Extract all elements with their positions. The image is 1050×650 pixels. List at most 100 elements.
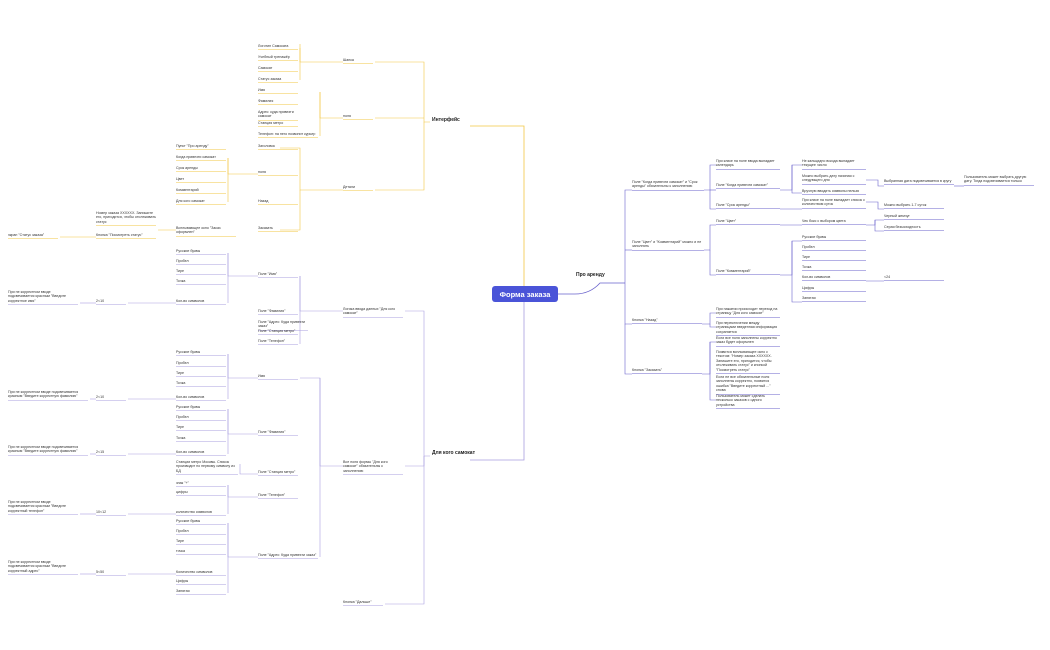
node-r15[interactable]: Чек бокс с выбором цвета [802, 219, 846, 223]
node-n64[interactable]: Русские буквы [176, 519, 201, 523]
node-n53[interactable]: 2<15 [96, 450, 105, 454]
node-r10[interactable]: Пользователь может выбрать другую дату. … [964, 175, 1028, 184]
node-n7[interactable]: Фамилия [258, 99, 274, 103]
node-n60[interactable]: Поле "Телефон" [258, 493, 286, 497]
node-n71[interactable]: Запятая [176, 589, 190, 593]
node-r20[interactable]: Тире [802, 255, 811, 259]
node-r22[interactable]: Кол-во символов [802, 275, 831, 279]
node-r26[interactable]: Кнопка "Назад" [632, 318, 658, 322]
node-r30[interactable]: Если все поля заполнены корректно заказ … [716, 336, 778, 345]
node-n27[interactable]: Русские буквы [176, 249, 201, 253]
node-n74[interactable]: Все поля формы "Для кого самокат" обязат… [343, 460, 389, 473]
node-n31[interactable]: 2<10 [96, 299, 105, 303]
node-n45[interactable]: 2<10 [96, 395, 105, 399]
node-n72[interactable]: При не корректном вводе подсвечивается к… [8, 560, 68, 573]
node-n62[interactable]: количество символов [176, 510, 212, 514]
node-n47[interactable]: При не корректном вводе подсвечивается к… [8, 390, 80, 399]
node-n19[interactable]: поля [258, 170, 266, 174]
node-r9[interactable]: Выбранная дата подсвечивается в кругу [884, 179, 952, 183]
node-n16[interactable]: Цвет [176, 177, 185, 181]
node-n36[interactable]: Поле "Адрес: Куда привезти заказ" [258, 320, 307, 329]
node-r3[interactable]: Поле "Когда привезти самокат" [716, 183, 769, 187]
hub-rent[interactable]: Про аренду [576, 272, 605, 278]
root-node[interactable]: Форма заказа [492, 286, 558, 302]
node-n2[interactable]: Учебный тренажёр [258, 55, 290, 59]
node-r33[interactable]: Пользователь может сделать несколько зак… [716, 394, 766, 407]
node-n46[interactable]: Кол-во символов [176, 395, 205, 399]
node-n22[interactable]: Всплывающее окно "Заказ оформлен" [176, 226, 222, 235]
node-n50[interactable]: Тире [176, 425, 185, 429]
node-n44[interactable]: Имя [258, 374, 265, 378]
node-n1[interactable]: Логотип Самоката [258, 44, 289, 48]
node-n55[interactable]: При не корректном вводе подсвечивается к… [8, 445, 80, 454]
node-n43[interactable]: Точка [176, 381, 186, 385]
node-n11[interactable]: поля [343, 114, 351, 118]
node-n29[interactable]: Тире [176, 269, 185, 273]
node-n32[interactable]: Кол-во символов [176, 299, 205, 303]
node-r12[interactable]: Поле "Цвет" и "Комментарий" можно и не з… [632, 240, 703, 249]
node-n26[interactable]: экран "Статус заказа" [8, 233, 45, 237]
node-r31[interactable]: Появится всплывающее окно с текстом: "Но… [716, 350, 773, 372]
node-r8[interactable]: При клике на поле выпадает список с коли… [802, 198, 866, 207]
node-n52[interactable]: Поле "Фамилия" [258, 430, 286, 434]
node-r27[interactable]: При нажатии происходит переход на страни… [716, 307, 779, 316]
node-r11[interactable]: Можно выбрать 1-7 суток [884, 203, 927, 207]
node-r25[interactable]: Запятая [802, 296, 816, 300]
node-n18[interactable]: Для кого самокат [176, 199, 205, 203]
node-n75[interactable]: Кнопка "Дальше" [343, 600, 372, 604]
node-n34[interactable]: Поле "Имя" [258, 272, 278, 276]
node-n35[interactable]: Поле "Фамилия" [258, 309, 286, 313]
node-n33[interactable]: При не корректном вводе подсвечивается к… [8, 290, 68, 303]
node-r21[interactable]: Точка [802, 265, 812, 269]
node-n5[interactable]: Шапка [343, 58, 354, 62]
node-r29[interactable]: Кнопка "Заказать" [632, 368, 663, 372]
hub-interface[interactable]: Интерфейс [432, 117, 460, 123]
node-n13[interactable]: Заголовок [258, 144, 275, 148]
node-n65[interactable]: Пробел [176, 529, 189, 533]
node-r28[interactable]: При переключении между страницами введен… [716, 321, 779, 334]
node-n59[interactable]: цифры [176, 490, 188, 494]
node-n49[interactable]: Пробел [176, 415, 189, 419]
node-r6[interactable]: Можно выбрать дату начиная с следующего … [802, 174, 856, 183]
node-n6[interactable]: Имя [258, 88, 265, 92]
node-n9[interactable]: Станция метро [258, 121, 284, 125]
node-n57[interactable]: Поле "Станция метро" [258, 470, 296, 474]
node-n63[interactable]: При не корректном вводе подсвечивается к… [8, 500, 68, 513]
node-n21[interactable]: Назад [258, 199, 269, 203]
node-n54[interactable]: Кол-во символов [176, 450, 205, 454]
node-n3[interactable]: Самокат [258, 66, 273, 70]
node-n4[interactable]: Статус заказа [258, 77, 282, 81]
node-n10[interactable]: Телефон: на него позвонит курьер [258, 132, 316, 136]
node-n15[interactable]: Срок аренды [176, 166, 198, 170]
node-n38[interactable]: Поле "Телефон" [258, 339, 286, 343]
node-n37[interactable]: Поле "Станция метро" [258, 329, 296, 333]
node-n66[interactable]: Тире [176, 539, 185, 543]
node-n8[interactable]: Адрес: куда привезти самокат [258, 110, 295, 119]
node-n61[interactable]: 10<12 [96, 510, 107, 514]
node-n48[interactable]: Русские буквы [176, 405, 201, 409]
node-r23[interactable]: <24 [884, 275, 891, 279]
node-n12[interactable]: Пункт "Про аренду" [176, 144, 209, 148]
node-n51[interactable]: Точка [176, 436, 186, 440]
node-r13[interactable]: Поле "Цвет" [716, 219, 737, 223]
node-n73[interactable]: Поле "Адрес: Куда привезти заказ" [258, 553, 317, 557]
node-n67[interactable]: точка [176, 549, 186, 553]
node-n70[interactable]: Цифры [176, 579, 189, 583]
node-n25[interactable]: Кнопка "Посмотреть статус" [96, 233, 143, 237]
node-r7[interactable]: Вручную вводить символы нельзя [802, 189, 859, 193]
node-r4[interactable]: Поле "Срок аренды" [716, 203, 750, 207]
node-n69[interactable]: Количество символов [176, 570, 213, 574]
node-r18[interactable]: Русские буквы [802, 235, 827, 239]
node-n68[interactable]: 5<50 [96, 570, 105, 574]
node-n58[interactable]: знак "+" [176, 481, 189, 485]
node-n41[interactable]: Пробел [176, 361, 189, 365]
node-n23[interactable]: Заказать [258, 226, 273, 230]
node-n30[interactable]: Точка [176, 279, 186, 283]
node-r32[interactable]: Если не все обязательные поля заполнены … [716, 375, 772, 393]
node-r1[interactable]: Поле "Когда привезти самокат" и "Срок ар… [632, 180, 699, 189]
node-n40[interactable]: Русские буквы [176, 350, 201, 354]
node-r17[interactable]: Серая безысходность [884, 225, 921, 229]
node-n24[interactable]: Номер заказа ХХХХХХ. Запишите его, приго… [96, 211, 157, 224]
node-r5[interactable]: Не кальцидно вскода выпадает текущее чис… [802, 159, 856, 168]
node-n39[interactable]: Логика ввода данных "Для кого самокат" [343, 307, 397, 316]
